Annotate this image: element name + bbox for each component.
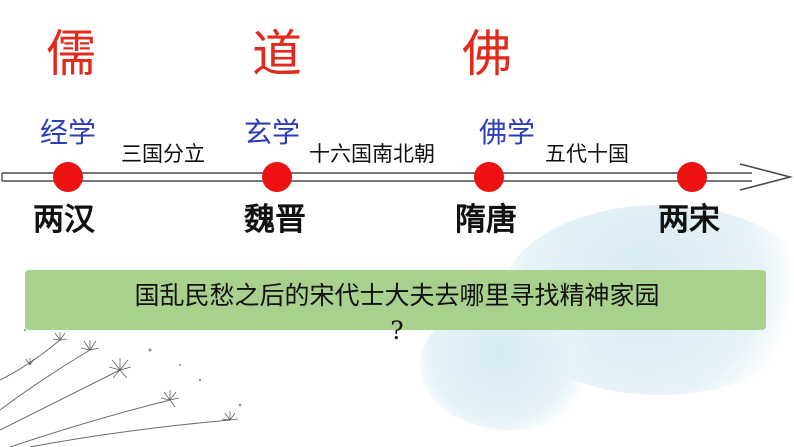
heading-buddhism: 佛 [462,26,512,82]
era-label-han: 两汉 [33,202,95,238]
timeline [0,160,794,200]
timeline-node-suitang [474,162,504,192]
era-label-song: 两宋 [658,202,720,238]
era-label-suitang: 隋唐 [455,202,517,238]
question-mark: ? [0,314,794,348]
timeline-node-song [677,162,707,192]
heading-confucianism: 儒 [46,26,96,82]
timeline-node-han [53,162,83,192]
school-label-classics: 经学 [40,118,96,148]
timeline-arrow [2,164,790,190]
timeline-node-weijin [262,162,292,192]
school-label-xuanxue: 玄学 [244,118,300,148]
era-label-weijin: 魏晋 [244,202,306,238]
school-label-buddhist-studies: 佛学 [479,118,535,148]
question-text: 国乱民愁之后的宋代士大夫去哪里寻找精神家园 [0,278,794,314]
heading-daoism: 道 [252,26,302,82]
